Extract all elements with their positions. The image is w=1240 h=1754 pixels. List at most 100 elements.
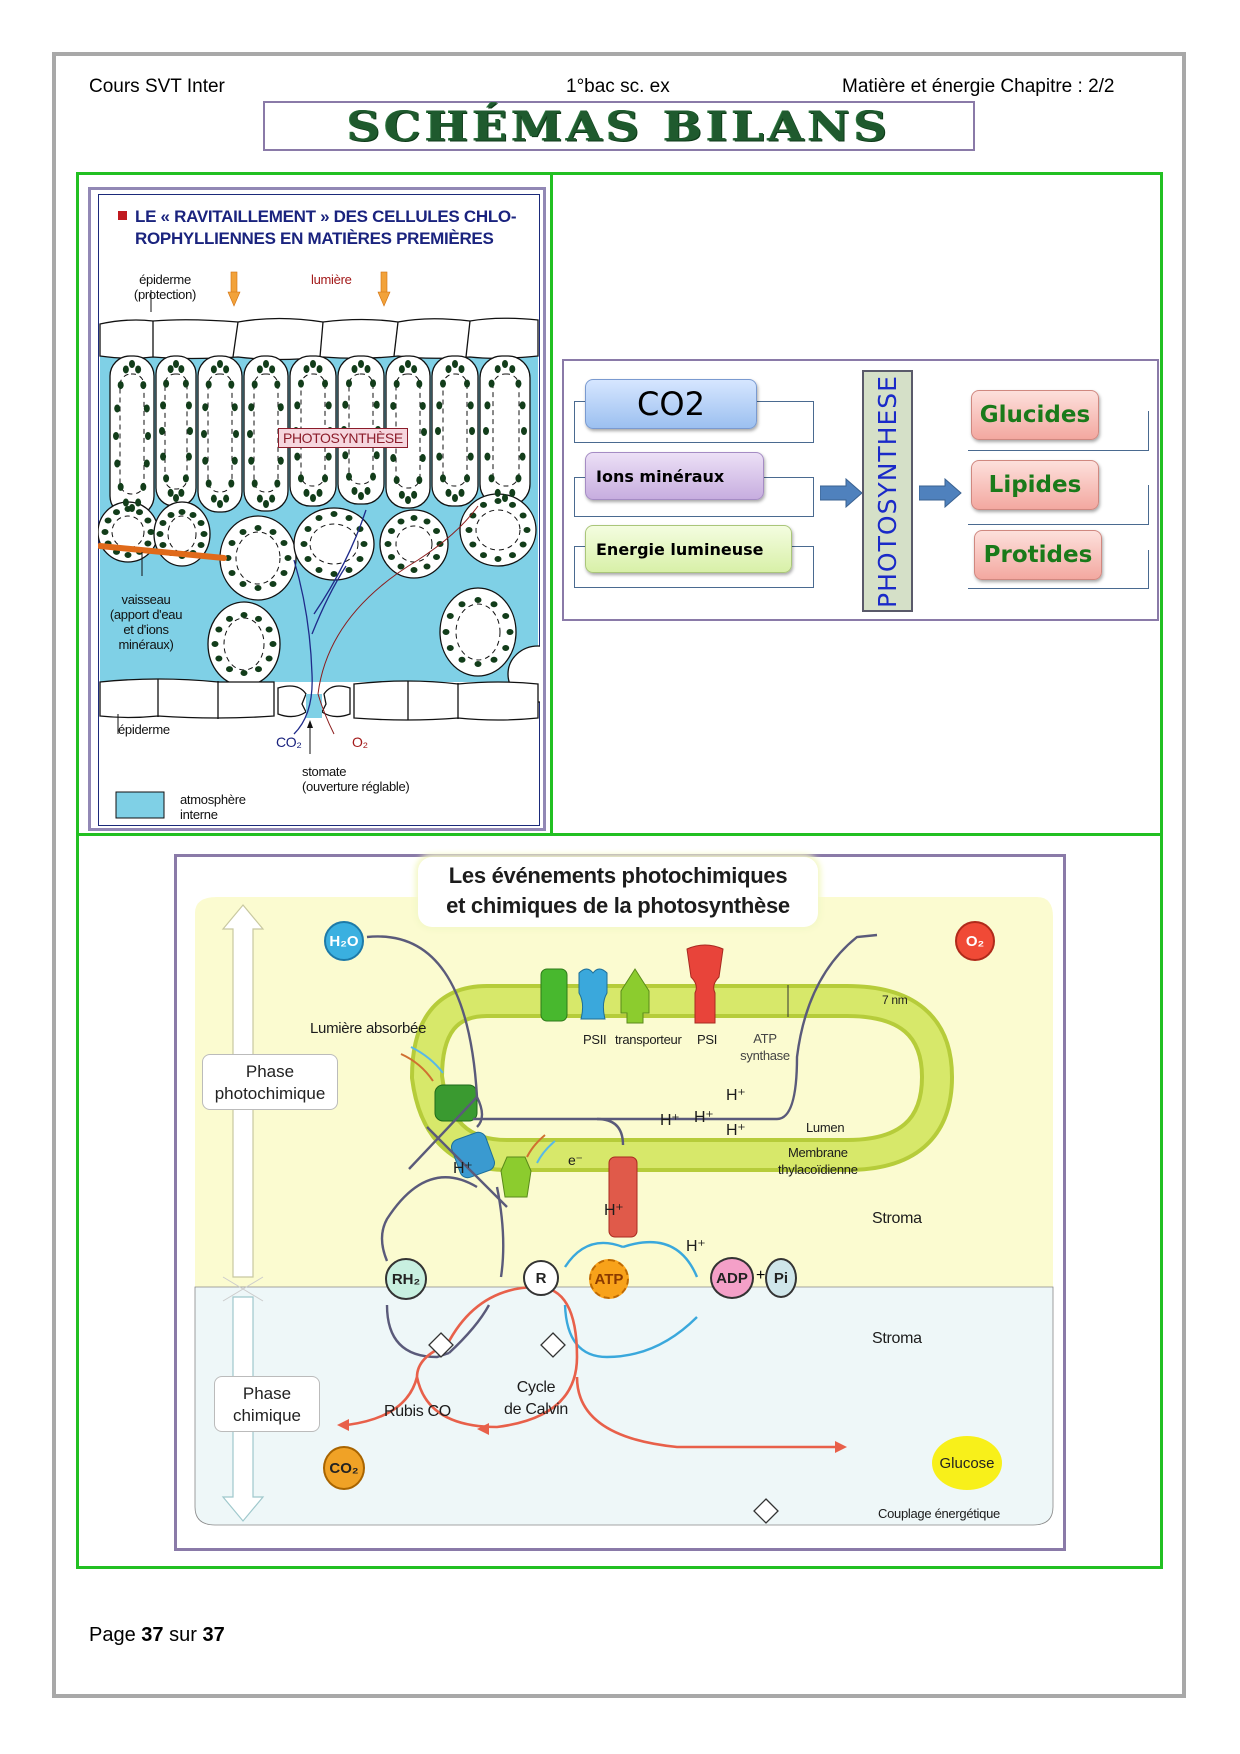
chloroplast — [509, 501, 516, 508]
label-epiderme-bottom: épiderme — [118, 722, 170, 737]
chloroplast — [104, 517, 112, 524]
chloroplast — [452, 494, 458, 502]
chloroplast — [274, 479, 281, 488]
chloroplast — [163, 379, 170, 388]
chloroplast — [310, 494, 316, 502]
label-h-plus: H⁺ — [660, 1112, 680, 1129]
chloroplast — [147, 529, 155, 535]
chloroplast — [304, 526, 312, 532]
input-energie-lumineuse: Energie lumineuse — [585, 525, 792, 573]
chloroplast — [523, 527, 531, 533]
chloroplast — [143, 404, 150, 413]
chloroplast — [467, 401, 474, 410]
chloroplast — [474, 597, 482, 603]
chloroplast — [251, 380, 258, 389]
chloroplast — [480, 552, 487, 559]
chloroplast — [345, 566, 353, 573]
chloroplast — [315, 566, 323, 573]
label-thickness: 7 nm — [882, 993, 908, 1007]
chloroplast — [310, 360, 316, 368]
chloroplast — [387, 528, 395, 534]
chloroplast — [265, 655, 273, 662]
photosynthesis-diagram — [194, 897, 1054, 1526]
chloroplast — [398, 365, 405, 374]
process-photosynthese: PHOTOSYNTHESE — [862, 370, 913, 612]
header-chapter: Matière et énergie Chapitre : 2/2 — [842, 76, 1115, 97]
chloroplast — [494, 488, 501, 497]
chloroplast — [416, 476, 423, 485]
guard-cell-right — [321, 685, 351, 718]
label-couplage-energetique: Couplage énergétique — [878, 1506, 1000, 1521]
chloroplast — [330, 571, 338, 577]
chloroplast — [484, 452, 491, 461]
psi-protein — [620, 968, 650, 1024]
chloroplast — [300, 541, 308, 547]
chloroplast — [490, 656, 498, 663]
chloroplast — [223, 365, 230, 374]
chloroplast — [240, 612, 248, 618]
chloroplast — [255, 666, 262, 673]
input-ions-mineraux: Ions minéraux — [585, 452, 764, 500]
label-h-plus: H⁺ — [694, 1109, 714, 1126]
chloroplast — [239, 529, 247, 536]
chloroplast — [269, 580, 277, 587]
label-psi: PSI — [697, 1032, 718, 1047]
chloroplast — [185, 452, 192, 461]
chloroplast — [358, 492, 364, 500]
chloroplast — [390, 401, 397, 410]
chloroplast — [397, 518, 405, 525]
chloroplast — [480, 501, 487, 508]
chloroplast — [405, 496, 411, 504]
chloroplast — [135, 365, 142, 374]
chloroplast — [189, 511, 197, 518]
chloroplast — [509, 552, 516, 559]
chloroplast — [465, 527, 473, 533]
chloroplast — [197, 520, 205, 526]
chloroplast — [405, 360, 411, 368]
chloroplast — [124, 506, 132, 512]
chloroplast — [217, 360, 223, 368]
chloroplast — [494, 365, 501, 374]
chloroplast — [469, 427, 475, 435]
chloroplast — [315, 515, 323, 522]
arrow-right-icon — [820, 478, 863, 508]
chloroplast — [136, 509, 143, 516]
chloroplast — [156, 531, 164, 537]
chloroplast — [316, 488, 323, 497]
chloroplast — [178, 509, 186, 515]
upper-epidermis — [99, 317, 539, 361]
vessel — [98, 543, 227, 561]
chloroplast — [159, 427, 165, 435]
label-h-plus: H⁺ — [453, 1160, 473, 1177]
chloroplast — [187, 427, 193, 435]
o2-paths — [317, 505, 479, 735]
chloroplast — [351, 486, 358, 495]
chloroplast — [458, 656, 466, 663]
label-o2: O₂ — [352, 734, 368, 750]
chloroplast — [145, 432, 151, 440]
chloroplast — [469, 541, 477, 548]
molecule-r: R — [523, 1260, 559, 1296]
chloroplast — [304, 556, 312, 562]
page-border — [52, 52, 1186, 1698]
chloroplast — [117, 381, 124, 390]
label-lumen: Lumen — [806, 1120, 845, 1135]
chloroplast — [114, 404, 121, 413]
chloroplast — [124, 552, 132, 558]
psi-complex — [500, 1156, 532, 1198]
chloroplast — [163, 474, 170, 483]
chloroplast — [419, 454, 426, 463]
chloroplast — [182, 379, 189, 388]
table-vertical-divider — [550, 172, 553, 836]
page-title: SCHÉMAS BILANS — [347, 101, 891, 151]
chloroplast — [303, 365, 310, 374]
chloroplast — [269, 494, 276, 503]
chloroplast — [122, 498, 129, 507]
chloroplast — [159, 542, 167, 548]
chloroplast — [263, 360, 269, 368]
chloroplast — [173, 494, 179, 502]
chloroplast — [144, 540, 152, 547]
